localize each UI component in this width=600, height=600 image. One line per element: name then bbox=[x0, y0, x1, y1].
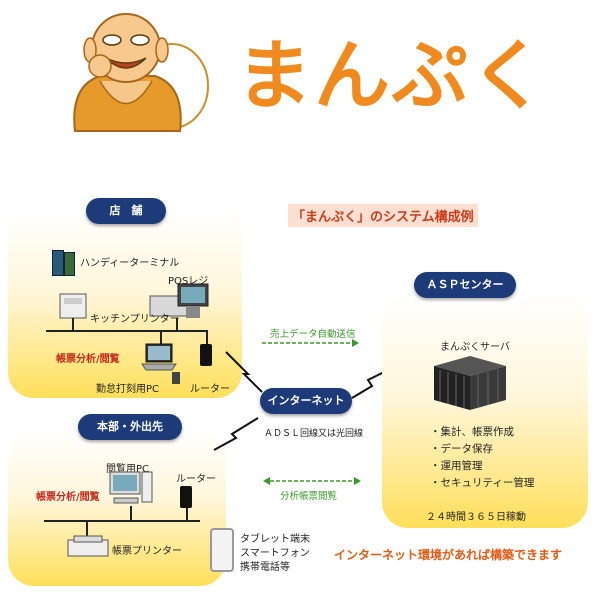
hq-network-drop bbox=[186, 508, 188, 520]
pos-label: POSレジ bbox=[168, 276, 209, 287]
hq-network-drop bbox=[130, 506, 132, 520]
connection-type-label: ＡＤＳＬ回線又は光回線 bbox=[264, 429, 364, 439]
feature-item: ・セキュリティー管理 bbox=[430, 477, 535, 489]
hq-router-label: ルーター bbox=[176, 474, 216, 485]
mobile-device-label: スマートフォン bbox=[240, 548, 310, 559]
hq-network-line bbox=[44, 520, 200, 522]
desktop-pc-icon bbox=[109, 471, 153, 504]
store-router-label: ルーター bbox=[190, 384, 230, 395]
browse-arrow bbox=[263, 477, 361, 485]
attendance-pc-label: 勤怠打刻用PC bbox=[96, 384, 160, 395]
smartphone-icon bbox=[210, 528, 234, 572]
handy-terminal-icon bbox=[64, 252, 75, 276]
uptime-label: ２４時間３６５日稼動 bbox=[426, 512, 526, 523]
asp-header: ＡＳＰセンター bbox=[414, 272, 516, 298]
hq-analysis-label: 帳票分析/閲覧 bbox=[36, 492, 100, 503]
browse-link-label: 分析帳票閲覧 bbox=[280, 491, 338, 502]
hq-network-drop bbox=[86, 520, 88, 536]
feature-item: ・集計、帳票作成 bbox=[430, 426, 514, 438]
store-analysis-label: 帳票分析/閲覧 bbox=[56, 354, 120, 365]
report-printer-label: 帳票プリンター bbox=[112, 546, 182, 557]
mascot-logo bbox=[73, 13, 209, 132]
server-label: まんぷくサーバ bbox=[440, 342, 510, 353]
feature-item: ・運用管理 bbox=[430, 460, 483, 472]
store-network-drop bbox=[206, 330, 208, 344]
hq-panel bbox=[8, 430, 226, 586]
brand-title: まんぷく bbox=[236, 31, 548, 120]
handy-terminal-label: ハンディーターミナル bbox=[80, 258, 180, 269]
store-network-drop bbox=[160, 330, 162, 344]
store-network-drop bbox=[176, 318, 178, 330]
server-rack-icon bbox=[434, 356, 506, 410]
mobile-device-label: 携帯電話等 bbox=[240, 562, 290, 573]
card-reader-icon bbox=[172, 372, 180, 384]
laptop-icon bbox=[141, 343, 177, 371]
feature-item: ・データ保存 bbox=[430, 443, 493, 455]
store-network-line bbox=[46, 330, 208, 332]
diagram-caption: 「まんぷく」のシステム構成例 bbox=[288, 204, 478, 227]
handy-terminal-icon bbox=[52, 250, 64, 276]
upload-link-label: 売上データ自動送信 bbox=[270, 329, 356, 340]
pos-register-icon bbox=[149, 283, 209, 318]
mobile-device-label: タブレット端末 bbox=[240, 534, 310, 545]
upload-arrow bbox=[262, 339, 359, 347]
store-header: 店 舗 bbox=[86, 198, 166, 224]
hq-pc-label: 閲覧用PC bbox=[106, 464, 150, 475]
footer-message: インターネット環境があれば構築できます bbox=[334, 548, 563, 562]
hq-router-icon bbox=[180, 486, 192, 508]
asp-panel bbox=[382, 294, 588, 528]
kitchen-printer-label: キッチンプリンター bbox=[90, 314, 180, 325]
store-router-icon bbox=[200, 344, 212, 366]
hq-header: 本部・外出先 bbox=[78, 414, 182, 440]
report-printer-icon bbox=[67, 535, 109, 557]
internet-node: インターネット bbox=[260, 388, 352, 414]
store-network-drop bbox=[72, 318, 74, 330]
